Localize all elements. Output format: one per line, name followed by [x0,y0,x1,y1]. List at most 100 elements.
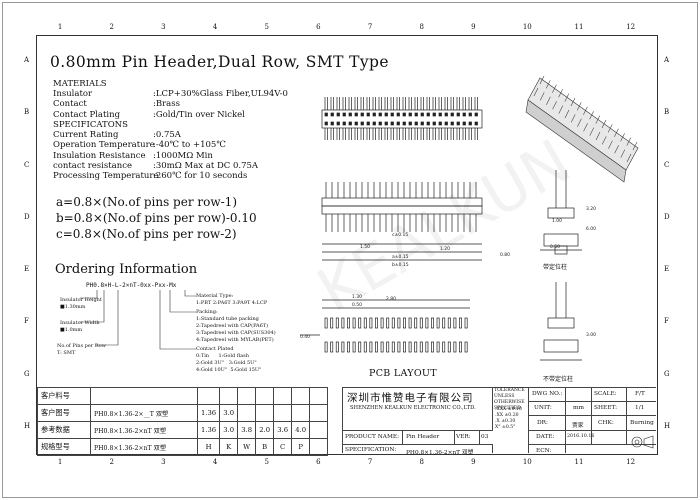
with-peg-caption: 带定位柱 [543,264,568,271]
top-view [321,97,483,140]
bom-cell [237,404,257,422]
grid-row-label: H [664,421,671,430]
grid-row-label: G [24,369,30,378]
bom-cell: 2.0 [255,421,275,439]
spec-value: :LCP+30%Glass Fiber,UL94V-0 [153,89,288,99]
bom-cell [273,387,293,405]
grid-row-label: E [24,265,30,274]
bom-part-number: PH0.8×1.36-2×nT 双塑 [90,438,198,456]
spec-value: :-40℃ to +105℃ [153,140,226,151]
grid-col-label: 2 [109,458,114,466]
grid-row-label: D [664,212,670,221]
pins-per-row-note: No.of Pins per Row T: SMT [57,343,106,356]
part-number-template: PH0.8×H-L-2×nT-0xx-Pxx-Mx [86,282,177,289]
sheet-label: SHEET: [594,405,618,411]
bom-cell: B [255,438,275,456]
ver-label: VER: [456,434,471,440]
tolerance-value: .XX ±0.20 [495,413,519,418]
grid-col-label: 5 [264,458,269,466]
grid-col-label: 10 [522,458,532,466]
bom-cell: K [219,438,239,456]
grid-col-label: 2 [109,23,114,31]
spec-label: Insulation Resistance [53,150,146,161]
grid-col-label: 6 [316,23,321,31]
grid-row-label: D [24,212,30,221]
spec-label: contact resistance [53,160,132,171]
grid-col-label: 4 [212,23,218,31]
dimension-label: 0.40 [300,334,310,340]
tolerance-value: .XXX ±0.10 [495,407,522,412]
bom-row-label: 规格型号 [37,438,91,456]
spec-row: Insulation Resistance:1000MΩ Min [53,151,258,161]
grid-row-label: A [24,56,30,65]
dimension-label: 0.80 [500,252,510,258]
spec-row: contact resistance:30mΩ Max at DC 0.75A [53,161,258,171]
spec-value: PH0.8×1.36-2×nT 双塑 [406,450,474,456]
grid-col-label: 3 [161,23,166,31]
bom-row-label: 客户料号 [37,387,91,405]
grid-row-label: A [664,56,670,65]
bom-row-label: 参考数据 [37,421,91,439]
ver-value: 03 [481,434,489,440]
spec-label: Contact [53,99,87,110]
bom-part-number: PH0.8×1.36-2×nT 双塑 [90,421,198,439]
front-view [321,182,483,261]
spec-row: Current Rating:0.75A [53,130,258,140]
tolerance-label: TOLERANCE UNLESS OTHERWISE SPECIFIED [494,388,525,411]
formula-c: c=0.8×(No.of pins per row-2) [56,227,237,241]
grid-row-label: B [24,108,30,117]
dimension-label: b±0.15 [392,262,409,268]
grid-col-label: 9 [471,23,476,31]
dr-label: DR: [537,420,548,426]
bom-cell [237,387,257,405]
dimension-label: c±0.15 [392,232,408,238]
insulator-height-note: Insulator Height ■1.30mm [60,297,102,310]
spec-value: :Gold/Tin over Nickel [153,109,245,120]
grid-col-label: 6 [316,458,321,466]
date-label: DATE: [536,434,555,440]
drawing-frame [36,35,658,455]
grid-col-label: 11 [574,23,584,31]
spec-value: :Brass [153,99,180,110]
bom-part-number: PH0.8×1.36-2×__T 双塑 [90,404,198,422]
materials-heading: MATERIALS [53,79,107,89]
dimension-label: 1.30 [352,294,362,300]
dr-value: 贾家 [572,423,584,429]
grid-row-label: F [24,317,29,326]
formula-b: b=0.8×(No.of pins per row)-0.10 [56,211,257,225]
grid-row-label: E [664,265,670,274]
dimension-label: 2.80 [386,296,396,302]
unit-value: mm [573,405,584,411]
bom-cell [309,438,329,456]
ordering-heading: Ordering Information [55,262,198,277]
dimension-label: 6.00 [586,226,596,232]
dimension-labels: a±0.15b±0.15c±0.152.800.800.401.300.501.… [300,206,596,340]
grid-row-label: F [664,317,669,326]
bom-cell [291,404,311,422]
sheet-value: 1/1 [635,405,645,411]
dimension-label: 3.20 [586,206,596,212]
dimension-label: 0.50 [550,244,560,250]
spec-row: Processing Temperature:260℃ for 10 secon… [53,171,258,181]
bom-cell [196,387,221,405]
side-views [540,170,582,361]
chk-label: CHK: [598,420,614,426]
grid-col-label: 1 [57,458,63,466]
grid-col-label: 4 [212,458,218,466]
unit-label: UNIT: [534,405,552,411]
bom-cell [219,387,239,405]
material-type-note: Material Type: 1:PBT 2:PA6T 3:PA9T 4:LCP [196,293,268,306]
bom-cell [291,387,311,405]
chk-value: Burning [630,420,654,426]
tolerance-value: X° ±0.5° [495,425,516,430]
spec-row: Operation Temperature:-40℃ to +105℃ [53,140,258,150]
grid-row-label: H [24,421,31,430]
dimension-label: 1.20 [440,246,450,252]
grid-row-label: C [24,160,30,169]
